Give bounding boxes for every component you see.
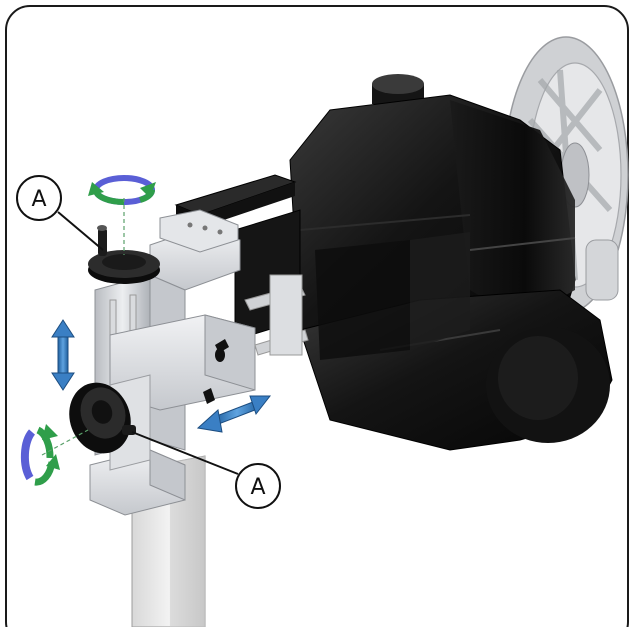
top-handwheel [88, 225, 160, 284]
callout-a-bottom: A [131, 431, 281, 509]
callout-label: A [250, 475, 265, 500]
callout-label: A [31, 187, 46, 212]
callout-a-top: A [16, 175, 104, 251]
vertical-double-arrow-icon [51, 319, 75, 391]
front-handwheel [69, 382, 136, 454]
motor-housing [289, 74, 613, 451]
horizontal-double-arrow-icon [196, 395, 272, 433]
rotate-arrow-icon [88, 175, 156, 255]
rotate-arrow-icon [20, 424, 89, 486]
